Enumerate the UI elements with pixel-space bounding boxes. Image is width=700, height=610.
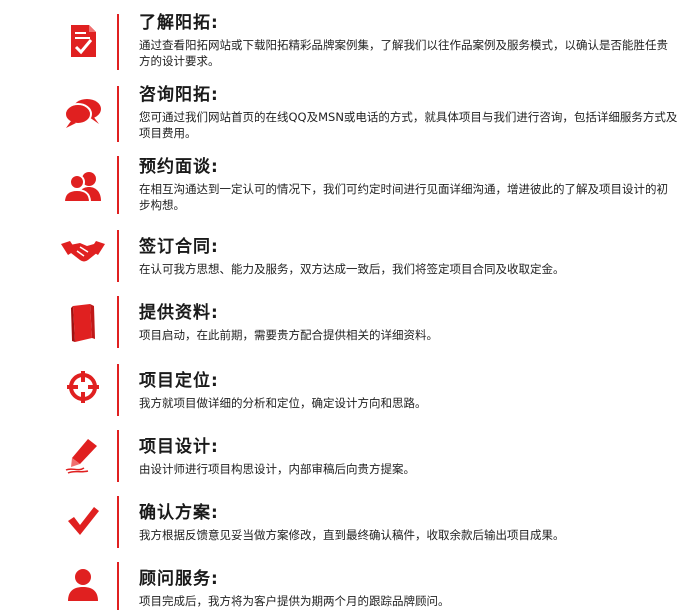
divider-bar	[117, 430, 119, 482]
step-description: 在相互沟通达到一定认可的情况下，我们可约定时间进行见面详细沟通，增进彼此的了解及…	[139, 182, 668, 212]
target-icon	[60, 364, 106, 410]
step-description: 我方根据反馈意见妥当做方案修改，直到最终确认稿件，收取余款后输出项目成果。	[139, 528, 565, 542]
step-description: 项目启动，在此前期，需要贵方配合提供相关的详细资料。	[139, 328, 438, 342]
divider-bar	[117, 364, 119, 416]
step-title: 签订合同:	[139, 237, 219, 257]
step-title: 咨询阳拓:	[139, 85, 219, 105]
divider-bar	[117, 562, 119, 610]
divider-bar	[117, 86, 119, 142]
step-title: 项目设计:	[139, 437, 219, 457]
step-item: 项目定位: 我方就项目做详细的分析和定位，确定设计方向和思路。	[0, 364, 700, 416]
step-description: 通过查看阳拓网站或下载阳拓精彩品牌案例集，了解我们以往作品案例及服务模式，以确认…	[139, 38, 668, 68]
step-title: 项目定位:	[139, 371, 219, 391]
divider-bar	[117, 230, 119, 282]
step-item: 提供资料: 项目启动，在此前期，需要贵方配合提供相关的详细资料。	[0, 296, 700, 348]
step-title: 预约面谈:	[139, 157, 219, 177]
step-item: 签订合同: 在认可我方思想、能力及服务，双方达成一致后，我们将签定项目合同及收取…	[0, 230, 700, 282]
document-check-icon	[60, 18, 106, 64]
people-icon	[60, 164, 106, 210]
chat-bubbles-icon	[60, 90, 106, 136]
step-description: 由设计师进行项目构思设计，内部审稿后向贵方提案。	[139, 462, 415, 476]
step-title: 确认方案:	[139, 503, 219, 523]
step-title: 了解阳拓:	[139, 13, 219, 33]
step-description: 在认可我方思想、能力及服务，双方达成一致后，我们将签定项目合同及收取定金。	[139, 262, 565, 276]
step-item: 咨询阳拓: 您可通过我们网站首页的在线QQ及MSN或电话的方式，就具体项目与我们…	[0, 84, 700, 142]
step-title: 提供资料:	[139, 303, 219, 323]
divider-bar	[117, 496, 119, 548]
step-title: 顾问服务:	[139, 569, 219, 589]
step-description: 项目完成后，我方将为客户提供为期两个月的跟踪品牌顾问。	[139, 594, 450, 608]
handshake-icon	[60, 228, 106, 274]
step-description: 您可通过我们网站首页的在线QQ及MSN或电话的方式，就具体项目与我们进行咨询，包…	[139, 110, 678, 140]
step-item: 确认方案: 我方根据反馈意见妥当做方案修改，直到最终确认稿件，收取余款后输出项目…	[0, 496, 700, 548]
step-item: 项目设计: 由设计师进行项目构思设计，内部审稿后向贵方提案。	[0, 430, 700, 482]
folder-icon	[60, 300, 106, 346]
step-item: 了解阳拓: 通过查看阳拓网站或下载阳拓精彩品牌案例集，了解我们以往作品案例及服务…	[0, 12, 700, 70]
step-description: 我方就项目做详细的分析和定位，确定设计方向和思路。	[139, 396, 427, 410]
divider-bar	[117, 14, 119, 70]
step-item: 顾问服务: 项目完成后，我方将为客户提供为期两个月的跟踪品牌顾问。	[0, 562, 700, 610]
divider-bar	[117, 296, 119, 348]
divider-bar	[117, 156, 119, 214]
pencil-icon	[60, 432, 106, 478]
user-icon	[60, 562, 106, 608]
checkmark-icon	[60, 498, 106, 544]
step-item: 预约面谈: 在相互沟通达到一定认可的情况下，我们可约定时间进行见面详细沟通，增进…	[0, 156, 700, 214]
